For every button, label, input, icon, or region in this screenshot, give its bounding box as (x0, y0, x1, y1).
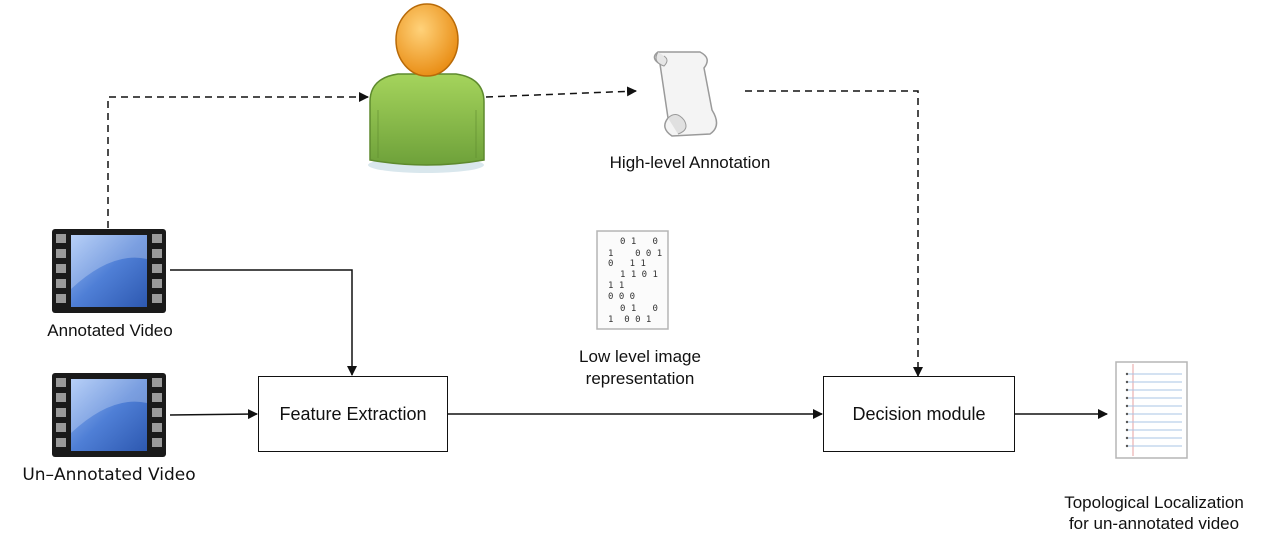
svg-text:1 1: 1 1 (608, 281, 624, 291)
low-level-label-line1: Low level image (579, 347, 701, 366)
user-icon (368, 3, 485, 173)
topological-localization-label-line2: for un-annotated video (1068, 514, 1240, 533)
svg-text:1 0 0 1: 1 0 0 1 (608, 315, 651, 325)
decision-module-box: Decision module (823, 376, 1015, 452)
feature-extraction-label: Feature Extraction (279, 403, 427, 424)
edge-person-to-annotation (485, 86, 637, 98)
feature-extraction-box: Feature Extraction (258, 376, 448, 452)
film-strip-icon (52, 373, 166, 457)
edge-unannotated-to-feature (169, 409, 258, 420)
unannotated-video-label: Un–Annotated Video (22, 465, 196, 485)
edge-video-to-person (107, 92, 369, 228)
film-strip-icon (52, 229, 166, 313)
high-level-annotation-label: High-level Annotation (609, 153, 771, 172)
scroll-icon (653, 51, 718, 137)
svg-text:0 0 0: 0 0 0 (608, 292, 635, 302)
svg-text:0 1 0: 0 1 0 (620, 237, 658, 247)
binary-document-icon: 0 1 0 1 0 0 1 0 1 1 1 1 0 1 1 1 0 0 0 0 … (596, 230, 669, 330)
svg-text:0 1 1: 0 1 1 (608, 259, 646, 269)
decision-module-label: Decision module (852, 403, 986, 424)
topological-localization-label-line1: Topological Localization (1064, 493, 1244, 512)
annotated-video-label: Annotated Video (47, 321, 173, 340)
svg-text:0 1 0: 0 1 0 (620, 304, 658, 314)
svg-text:1 0 0 1: 1 0 0 1 (608, 249, 662, 259)
edge-annotated-to-feature (170, 269, 357, 376)
low-level-label-line2: representation (585, 369, 695, 388)
edge-annotation-to-decision (745, 90, 923, 377)
svg-text:1 1 0 1: 1 1 0 1 (620, 270, 658, 280)
lined-document-icon (1115, 361, 1188, 459)
